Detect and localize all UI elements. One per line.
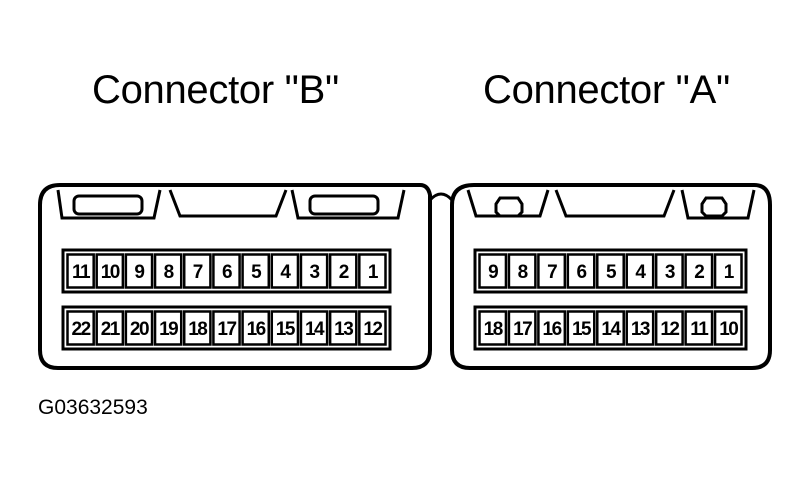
pin-cavity xyxy=(713,253,743,289)
connector-a-title: Connector "A" xyxy=(483,68,730,112)
pin-cavity xyxy=(358,253,387,289)
pin-number: 7 xyxy=(193,262,203,283)
pin-cavity xyxy=(507,253,537,289)
pin-cavity xyxy=(566,310,596,346)
pin-cavity xyxy=(507,310,537,346)
pin-cavity xyxy=(95,310,125,346)
pin-number: 15 xyxy=(572,319,592,340)
connector-a-housing xyxy=(450,183,772,370)
pin-cavity xyxy=(328,253,358,289)
pin-cavity xyxy=(270,253,300,289)
pin-number: 22 xyxy=(72,319,91,340)
pin-number: 3 xyxy=(310,262,320,283)
connector-b-row-2-frame xyxy=(61,305,392,351)
connector-b-key-notch-left xyxy=(56,189,162,220)
pin-number: 2 xyxy=(339,262,349,283)
pin-cavity xyxy=(596,253,625,289)
pin-number: 16 xyxy=(247,319,266,340)
pin-number: 9 xyxy=(134,262,144,283)
pin-cavity xyxy=(270,310,300,346)
pin-number: 7 xyxy=(547,262,557,283)
connector-b-key-notch-right xyxy=(290,189,406,220)
pin-number: 10 xyxy=(719,319,738,340)
pin-number: 21 xyxy=(101,319,121,340)
connector-b-latch-slot-left xyxy=(72,194,144,216)
pin-number: 16 xyxy=(543,319,562,340)
pin-number: 12 xyxy=(363,319,382,340)
pin-cavity xyxy=(684,253,714,289)
pin-cavity xyxy=(625,310,655,346)
pin-cavity xyxy=(299,310,329,346)
pin-cavity xyxy=(625,253,655,289)
pin-cavity xyxy=(153,253,183,289)
connector-a-latch-hole-right xyxy=(700,196,728,218)
pin-number: 8 xyxy=(518,262,528,283)
pin-cavity xyxy=(328,310,358,346)
pin-number: 18 xyxy=(188,319,207,340)
pin-cavity xyxy=(684,310,714,346)
connector-a-row-2-frame xyxy=(473,305,748,351)
connector-a-row-1-frame xyxy=(473,248,748,294)
pin-number: 14 xyxy=(601,319,621,340)
connector-b-housing xyxy=(38,183,432,370)
pin-number: 9 xyxy=(488,262,498,283)
pin-cavity xyxy=(299,253,329,289)
pin-cavity xyxy=(654,253,684,289)
pin-number: 17 xyxy=(513,319,532,340)
pin-number: 12 xyxy=(660,319,679,340)
pin-number: 13 xyxy=(631,319,650,340)
pin-cavity xyxy=(358,310,387,346)
pin-cavity xyxy=(596,310,625,346)
pin-cavity xyxy=(182,310,212,346)
pin-cavity xyxy=(478,253,508,289)
connector-a-key-notch-left xyxy=(466,189,550,218)
pin-cavity xyxy=(566,253,596,289)
pin-number: 14 xyxy=(305,319,325,340)
pin-cavity xyxy=(241,253,271,289)
pin-number: 8 xyxy=(164,262,174,283)
pin-number: 11 xyxy=(72,262,91,283)
connector-a-center-notch xyxy=(554,189,676,218)
pin-cavity xyxy=(66,310,95,346)
pin-cavity xyxy=(212,253,241,289)
pin-number: 15 xyxy=(276,319,296,340)
pin-cavity xyxy=(124,310,154,346)
connector-joint xyxy=(428,192,454,202)
connector-b-title: Connector "B" xyxy=(92,68,339,112)
pin-cavity xyxy=(124,253,154,289)
pin-number: 6 xyxy=(222,262,232,283)
connector-b-row-1-frame xyxy=(61,248,392,294)
connector-a-latch-hole-left xyxy=(494,196,524,218)
pin-cavity xyxy=(478,310,508,346)
pin-cavity xyxy=(241,310,271,346)
pin-number: 10 xyxy=(101,262,120,283)
pin-number: 11 xyxy=(690,319,709,340)
pin-number: 17 xyxy=(217,319,236,340)
pin-cavity xyxy=(537,253,567,289)
pin-number: 3 xyxy=(665,262,675,283)
pin-cavity xyxy=(537,310,567,346)
pin-number: 18 xyxy=(484,319,503,340)
pin-cavity xyxy=(654,310,684,346)
pin-number: 2 xyxy=(694,262,704,283)
pin-number: 6 xyxy=(577,262,587,283)
pin-cavity xyxy=(153,310,183,346)
connector-b-center-notch xyxy=(168,189,288,218)
pin-cavity xyxy=(66,253,95,289)
pin-cavity xyxy=(212,310,241,346)
pin-number: 20 xyxy=(130,319,149,340)
pin-number: 19 xyxy=(159,319,178,340)
connector-b-latch-slot-right xyxy=(308,194,380,216)
pin-cavity xyxy=(182,253,212,289)
pin-number: 13 xyxy=(334,319,353,340)
pin-cavity xyxy=(95,253,125,289)
figure-code: G03632593 xyxy=(38,396,148,419)
connector-a-key-notch-right xyxy=(680,189,756,220)
pin-cavity xyxy=(713,310,743,346)
